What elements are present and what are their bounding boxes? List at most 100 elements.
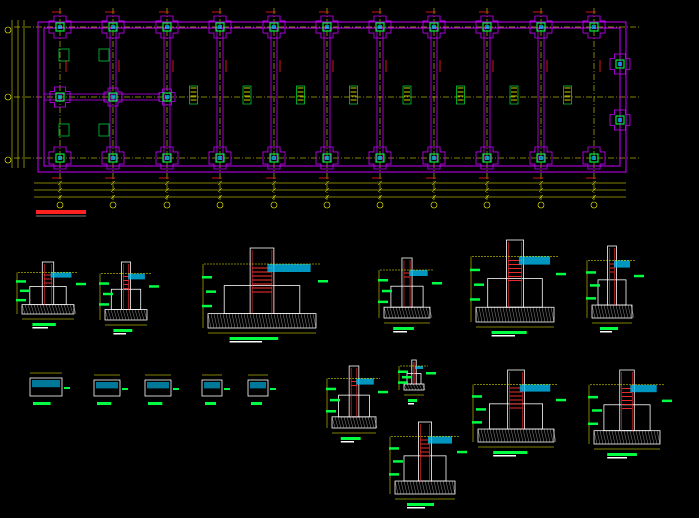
slab-hatch [547,307,552,323]
grid-bubble [590,201,598,209]
slab-hatch [623,430,628,445]
caption-bar [408,399,417,402]
dimension-tick [591,187,597,193]
column [375,153,385,163]
label-tag [206,290,216,293]
slab-hatch [618,305,623,319]
slab-hatch [407,307,412,319]
pier [401,257,413,308]
slab-hatch [294,313,299,329]
slab-hatch [51,304,56,315]
slab-hatch [33,304,38,315]
label-tag [432,282,442,285]
slab-hatch [653,430,658,445]
label-tag [556,272,566,276]
column-core [432,156,436,160]
slab-hatch [249,313,254,329]
slab-hatch [428,307,433,319]
slab-hatch [594,305,599,319]
column-core [618,62,622,66]
slab-hatch [246,313,251,329]
slab-hatch [538,307,543,323]
slab-hatch [240,313,245,329]
slab-hatch [502,307,507,323]
column-core [378,156,382,160]
slab-hatch [418,383,423,391]
slab-hatch [614,430,619,445]
label-tag [326,410,336,413]
slab-hatch [69,304,74,315]
grid-bubble [430,201,438,209]
slab-hatch [599,430,604,445]
label-tag [470,298,480,301]
slab-hatch [42,304,47,315]
section-detail [586,245,644,333]
column-core [592,156,596,160]
slab-hatch [207,313,212,329]
caption-bar [493,451,528,454]
slab-hatch [413,307,418,319]
column-core [325,156,329,160]
column [322,22,332,32]
dimension-tick [164,187,170,193]
slab-hatch [383,307,388,319]
slab-hatch [243,313,248,329]
slab-hatch [400,481,405,495]
dimension-tick [217,194,223,200]
dimension-tick [110,187,116,193]
section-detail [588,369,672,459]
caption-scale [340,441,354,443]
column-core [272,25,276,29]
slab-hatch [276,313,281,329]
slab-hatch [27,304,32,315]
column-core [165,95,169,99]
soil-band [128,273,145,280]
caption-scale [600,331,612,333]
dimension-tick [377,187,383,193]
dimension-tick [110,180,116,186]
column [615,115,625,125]
slab-hatch [258,313,263,329]
slab-hatch [501,429,506,443]
column-footing [368,15,392,39]
slab-hatch [113,309,118,321]
slab-hatch [629,430,634,445]
column-footing [529,15,553,39]
slab-hatch [596,430,601,445]
slab-hatch [632,430,637,445]
column-footing [315,15,339,39]
slab-hatch [532,307,537,323]
slab-hatch [404,307,409,319]
label-tag [270,388,276,390]
column-footing [475,15,499,39]
slab-hatch [412,383,417,391]
footing-slab [21,304,75,315]
slab-hatch [116,309,121,321]
beam-section [29,372,70,405]
label-tag [99,282,109,285]
dimension-tick [484,180,490,186]
dimension-tick [164,194,170,200]
slab-hatch [656,430,661,445]
dimension-tick [324,187,330,193]
slab-hatch [128,309,133,321]
grid-bubble [4,156,12,164]
slab-hatch [510,429,515,443]
slab-hatch [516,429,521,443]
column-footing [48,15,72,39]
grid-bubble [537,201,545,209]
slab-hatch [364,416,369,429]
slab-hatch [477,429,482,443]
section-detail [16,261,86,329]
slab-hatch [334,416,339,429]
slab-hatch [630,305,635,319]
column-core [592,25,596,29]
beam-section [247,374,276,405]
slab-hatch [537,429,542,443]
slab-hatch [513,429,518,443]
slab-hatch [389,307,394,319]
footing-slab [593,430,661,445]
label-tag [224,388,230,390]
caption-bar [340,437,361,440]
